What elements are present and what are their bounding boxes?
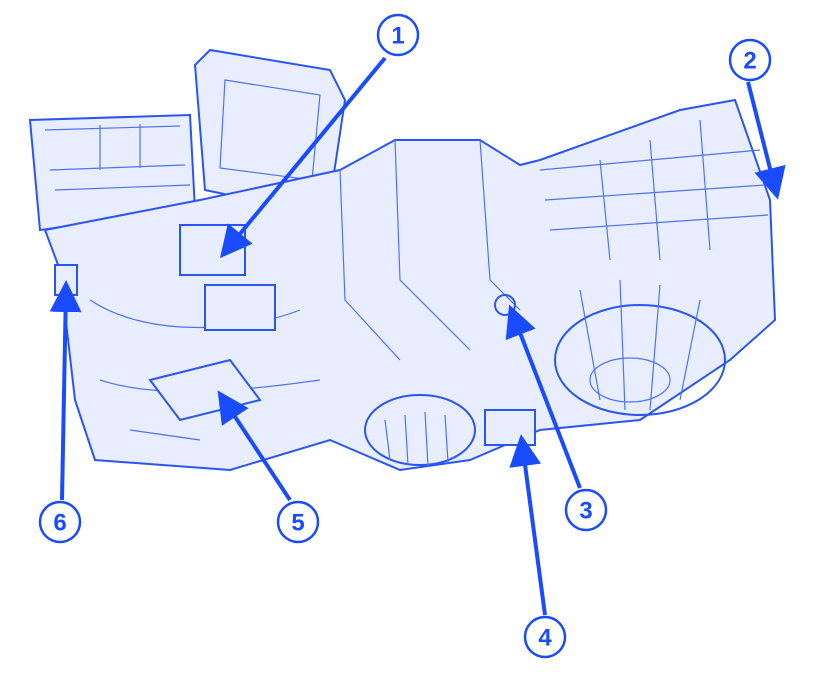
callout-arrow-1	[219, 56, 387, 259]
callout-label: 2	[743, 48, 756, 75]
hvac-housing-drawing	[28, 48, 777, 472]
callout-3: 3	[564, 488, 608, 532]
callout-label: 1	[391, 23, 404, 50]
callout-1: 1	[376, 13, 420, 57]
callout-4: 4	[523, 615, 567, 659]
callout-arrow-3	[505, 304, 582, 489]
callout-6: 6	[38, 500, 82, 544]
callout-arrow-6	[49, 280, 82, 501]
callout-arrow-2	[746, 81, 786, 200]
callout-label: 5	[291, 510, 304, 537]
callout-label: 6	[53, 510, 66, 537]
callout-label: 4	[538, 625, 552, 652]
callout-2: 2	[728, 38, 772, 82]
callout-label: 3	[579, 498, 592, 525]
callout-5: 5	[276, 500, 320, 544]
callout-arrow-5	[217, 390, 292, 502]
callout-arrow-4	[509, 434, 547, 616]
callout-arrows	[49, 56, 786, 616]
